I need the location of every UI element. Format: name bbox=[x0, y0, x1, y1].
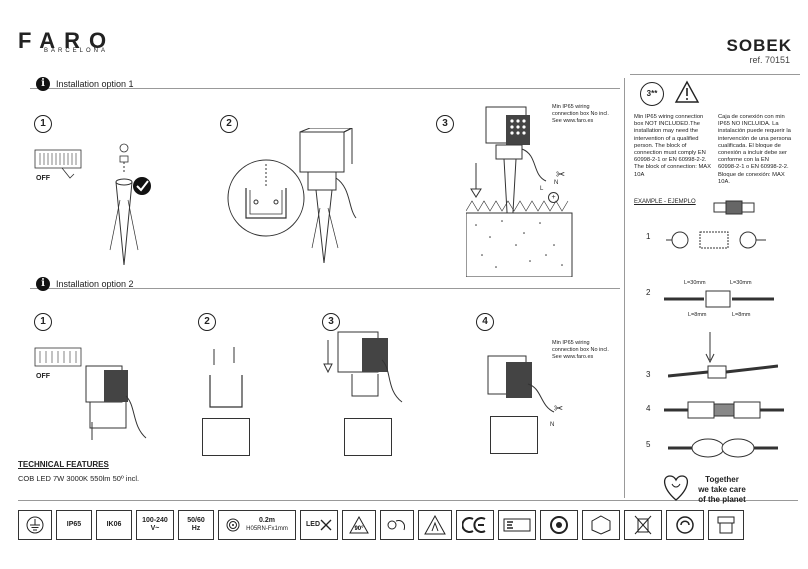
frequency-unit: Hz bbox=[191, 525, 201, 532]
qualified-person-badge: 3** bbox=[640, 82, 664, 106]
wall-block-2 bbox=[202, 418, 250, 456]
example-step-1-illustration bbox=[666, 231, 766, 249]
example-step-3-illustration bbox=[668, 332, 778, 379]
example-number-3: 3 bbox=[646, 370, 651, 379]
breaker-off-illustration-2 bbox=[34, 347, 82, 367]
ip-rating: IP65 bbox=[66, 521, 82, 528]
cable-box: 0.2m H05RN-Fx1mm bbox=[218, 510, 296, 540]
divider-vertical bbox=[624, 78, 625, 498]
example-step-5-illustration bbox=[668, 438, 778, 458]
tech-features-heading: TECHNICAL FEATURES bbox=[18, 460, 109, 469]
green-dot-icon bbox=[666, 510, 704, 540]
heat-resist-icon: 90° bbox=[342, 510, 376, 540]
brand-logo: FARO bbox=[18, 28, 116, 53]
option1-step-2: 2 bbox=[220, 115, 238, 133]
voltage-unit: V~ bbox=[150, 525, 160, 532]
example-number-5: 5 bbox=[646, 440, 651, 449]
cable-length: 0.2m bbox=[259, 517, 275, 524]
example-heading: EXAMPLE - EJEMPLO bbox=[634, 199, 696, 205]
breaker-off-illustration bbox=[34, 149, 82, 179]
option1-title: Installation option 1 bbox=[56, 79, 134, 89]
example-step-2-illustration bbox=[664, 290, 774, 308]
coil-icon bbox=[226, 518, 240, 532]
option1-step-3: 3 bbox=[436, 115, 454, 133]
example-step-4-illustration bbox=[664, 401, 784, 419]
esd-warning-icon bbox=[418, 510, 452, 540]
example-number-2: 2 bbox=[646, 288, 651, 297]
recycle-paper-icon bbox=[540, 510, 578, 540]
dim-label-2: L=30mm bbox=[730, 280, 752, 286]
scissors-icon: ✂ bbox=[556, 169, 566, 181]
weee-bin-icon bbox=[624, 510, 662, 540]
cable-type: H05RN-Fx1mm bbox=[246, 526, 288, 532]
fixture-bracket-illustration bbox=[323, 331, 403, 403]
wire-label-n: N bbox=[554, 180, 559, 186]
scissors-icon-2: ✂ bbox=[554, 403, 564, 415]
product-name: SOBEK bbox=[726, 36, 792, 55]
divider-bottom bbox=[18, 500, 798, 501]
option2-step-3: 3 bbox=[322, 313, 340, 331]
off-label-2: OFF bbox=[36, 373, 50, 380]
tech-features-text: COB LED 7W 3000K 550lm 50º incl. bbox=[18, 474, 140, 483]
option2-title: Installation option 2 bbox=[56, 279, 134, 289]
repair-service-icon bbox=[380, 510, 414, 540]
divider-mid bbox=[30, 288, 620, 289]
wall-mount-unit-illustration bbox=[85, 365, 147, 440]
voltage-value: 100-240 bbox=[142, 517, 168, 524]
frequency-value: 50/60 bbox=[187, 517, 205, 524]
example-number-1: 1 bbox=[646, 232, 651, 241]
earth-icon bbox=[18, 510, 52, 540]
spike-with-screw-illustration bbox=[109, 143, 151, 266]
planet-heart-icon bbox=[664, 475, 688, 501]
divider-top bbox=[30, 88, 620, 89]
connector-top-illustration bbox=[713, 200, 755, 215]
wire-label-n-2: N bbox=[550, 422, 555, 428]
dim-label-4: L=8mm bbox=[732, 312, 751, 318]
warning-triangle-icon bbox=[674, 80, 700, 103]
eac-mark-icon bbox=[498, 510, 536, 540]
packaging-icon bbox=[582, 510, 620, 540]
spike-bracket-illustration bbox=[227, 128, 357, 264]
ce-mark-icon bbox=[456, 510, 494, 540]
recycle-bin-icon bbox=[708, 510, 744, 540]
option2-step-2: 2 bbox=[198, 313, 216, 331]
wire-label-l: L bbox=[540, 186, 544, 192]
product-ref: ref. 70151 bbox=[749, 55, 790, 65]
option1-step-1: 1 bbox=[34, 115, 52, 133]
mounted-fixture-illustration bbox=[487, 355, 555, 413]
wall-block-4 bbox=[490, 416, 538, 454]
info-icon: i bbox=[36, 77, 50, 91]
ground-install-illustration bbox=[466, 106, 573, 277]
ik-rating: IK06 bbox=[106, 521, 122, 528]
svg-text:90°: 90° bbox=[354, 526, 364, 532]
wall-block-3 bbox=[344, 418, 392, 456]
example-number-4: 4 bbox=[646, 404, 651, 413]
divider-top-right bbox=[630, 74, 800, 75]
led-not-replaceable-icon: LED bbox=[300, 510, 338, 540]
option2-step-4: 4 bbox=[476, 313, 494, 331]
ip-rating-box: IP65 bbox=[56, 510, 92, 540]
dim-label-3: L=8mm bbox=[688, 312, 707, 318]
brand-subtitle: BARCELONA bbox=[44, 48, 109, 54]
off-label: OFF bbox=[36, 175, 50, 182]
dim-label-1: L=30mm bbox=[684, 280, 706, 286]
option2-step-1: 1 bbox=[34, 313, 52, 331]
ik-rating-box: IK06 bbox=[96, 510, 132, 540]
earth-symbol-icon: + bbox=[548, 192, 559, 203]
led-label: LED bbox=[306, 521, 320, 528]
screws-bracket-illustration bbox=[209, 347, 243, 408]
info-icon-2: i bbox=[36, 277, 50, 291]
